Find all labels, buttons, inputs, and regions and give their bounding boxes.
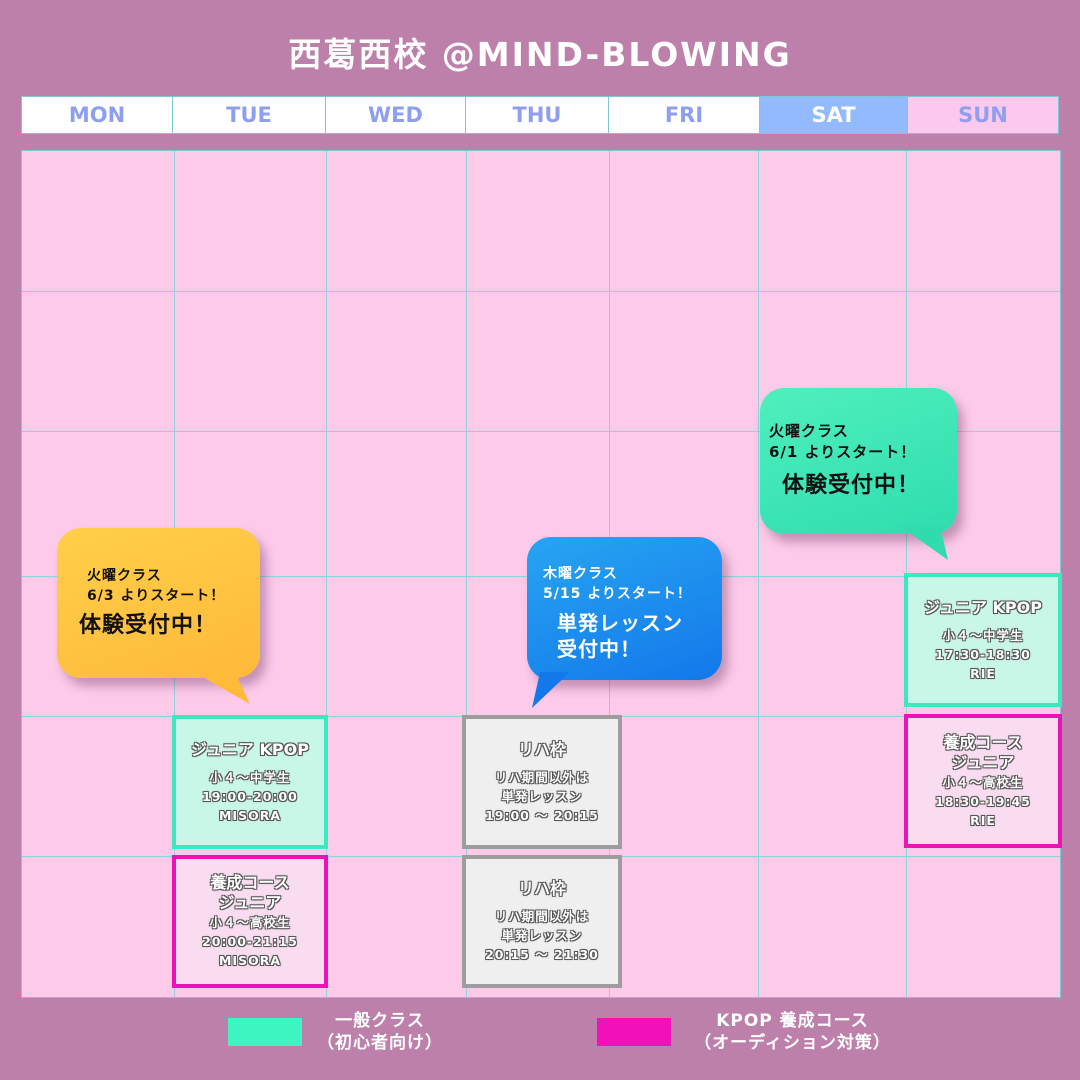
day-sat: SAT — [760, 97, 908, 133]
speech-bubble-tue: 火曜クラス 6/3 よりスタート！ 体験受付中！ — [57, 528, 260, 678]
bubble-start-date: 6/3 よりスタート！ — [87, 588, 226, 604]
card-title: ジュニア KPOP — [924, 597, 1042, 617]
legend-label-line: KPOP 養成コース — [716, 1011, 869, 1031]
class-card-tue-ikusei[interactable]: 養成コース ジュニア 小４〜高校生 20:00-21:15 MISORA — [172, 855, 328, 988]
day-tue: TUE — [173, 97, 326, 133]
card-grade: 小４〜中学生 — [209, 769, 291, 785]
class-card-sun-junior-kpop[interactable]: ジュニア KPOP 小４〜中学生 17:30-18:30 RIE — [904, 573, 1062, 707]
card-grade: 小４〜高校生 — [942, 774, 1024, 790]
bubble-headline: 体験受付中！ — [782, 473, 921, 498]
card-title: 養成コース — [210, 873, 290, 892]
card-title: 養成コース — [943, 732, 1023, 752]
speech-bubble-tail — [190, 670, 250, 704]
card-note: リハ期間以外は — [494, 769, 590, 785]
legend-label-line: （初心者向け） — [317, 1033, 443, 1053]
card-time: 19:00-20:00 — [202, 788, 298, 804]
card-subtitle: ジュニア — [218, 893, 282, 912]
bubble-headline: 単発レッスン — [557, 611, 683, 635]
grid-line — [466, 151, 467, 997]
day-sun: SUN — [908, 97, 1058, 133]
card-title: リハ枠 — [517, 879, 566, 898]
bubble-headline: 受付中！ — [557, 637, 641, 661]
class-card-thu-riha-1[interactable]: リハ枠 リハ期間以外は 単発レッスン 19:00 〜 20:15 — [462, 715, 622, 849]
card-time: 18:30-19:45 — [935, 793, 1031, 809]
speech-bubble-sat: 火曜クラス 6/1 よりスタート！ 体験受付中！ — [760, 388, 957, 534]
speech-bubble-tail — [900, 526, 948, 560]
card-note: リハ期間以外は — [494, 909, 590, 924]
grid-line — [326, 151, 327, 997]
class-card-tue-junior-kpop[interactable]: ジュニア KPOP 小４〜中学生 19:00-20:00 MISORA — [172, 715, 328, 849]
bubble-class-name: 木曜クラス — [543, 566, 618, 582]
day-mon: MON — [22, 97, 173, 133]
grid-line — [22, 291, 1060, 292]
card-instructor: RIE — [970, 812, 996, 828]
bubble-class-name: 火曜クラス — [769, 422, 849, 440]
card-time: 20:15 〜 21:30 — [485, 947, 599, 962]
day-thu: THU — [466, 97, 609, 133]
bubble-start-date: 5/15 よりスタート！ — [543, 586, 692, 602]
grid-line — [22, 431, 1060, 432]
card-time: 19:00 〜 20:15 — [485, 807, 599, 823]
page-title: 西葛西校 @MIND-BLOWING — [288, 35, 792, 74]
card-grade: 小４〜中学生 — [942, 627, 1024, 643]
legend-swatch-kpop — [597, 1018, 671, 1046]
class-card-sun-ikusei[interactable]: 養成コース ジュニア 小４〜高校生 18:30-19:45 RIE — [904, 714, 1062, 848]
card-instructor: MISORA — [218, 953, 282, 968]
grid-line — [758, 151, 759, 997]
speech-bubble-tail — [532, 672, 570, 708]
day-header: MON TUE WED THU FRI SAT SUN — [21, 96, 1059, 134]
card-instructor: RIE — [970, 665, 996, 681]
legend-label-line: （オーディション対策） — [694, 1033, 891, 1053]
day-wed: WED — [326, 97, 466, 133]
card-title: ジュニア KPOP — [191, 739, 309, 759]
day-fri: FRI — [609, 97, 760, 133]
bubble-headline: 体験受付中！ — [79, 613, 218, 638]
card-subtitle: ジュニア — [951, 752, 1015, 772]
card-note: 単発レッスン — [501, 788, 583, 804]
card-note: 単発レッスン — [501, 928, 583, 943]
speech-bubble-thu: 木曜クラス 5/15 よりスタート！ 単発レッスン 受付中！ — [527, 537, 722, 680]
bubble-start-date: 6/1 よりスタート！ — [769, 443, 917, 461]
legend-label-line: 一般クラス — [335, 1011, 425, 1031]
card-time: 17:30-18:30 — [935, 646, 1031, 662]
card-grade: 小４〜高校生 — [209, 915, 291, 930]
card-title: リハ枠 — [517, 739, 566, 759]
bubble-class-name: 火曜クラス — [87, 568, 162, 584]
card-time: 20:00-21:15 — [202, 934, 298, 949]
legend-swatch-general — [228, 1018, 302, 1046]
legend-label-kpop: KPOP 養成コース （オーディション対策） — [680, 1010, 905, 1054]
legend-label-general: 一般クラス （初心者向け） — [305, 1010, 455, 1054]
card-instructor: MISORA — [218, 807, 282, 823]
class-card-thu-riha-2[interactable]: リハ枠 リハ期間以外は 単発レッスン 20:15 〜 21:30 — [462, 855, 622, 988]
